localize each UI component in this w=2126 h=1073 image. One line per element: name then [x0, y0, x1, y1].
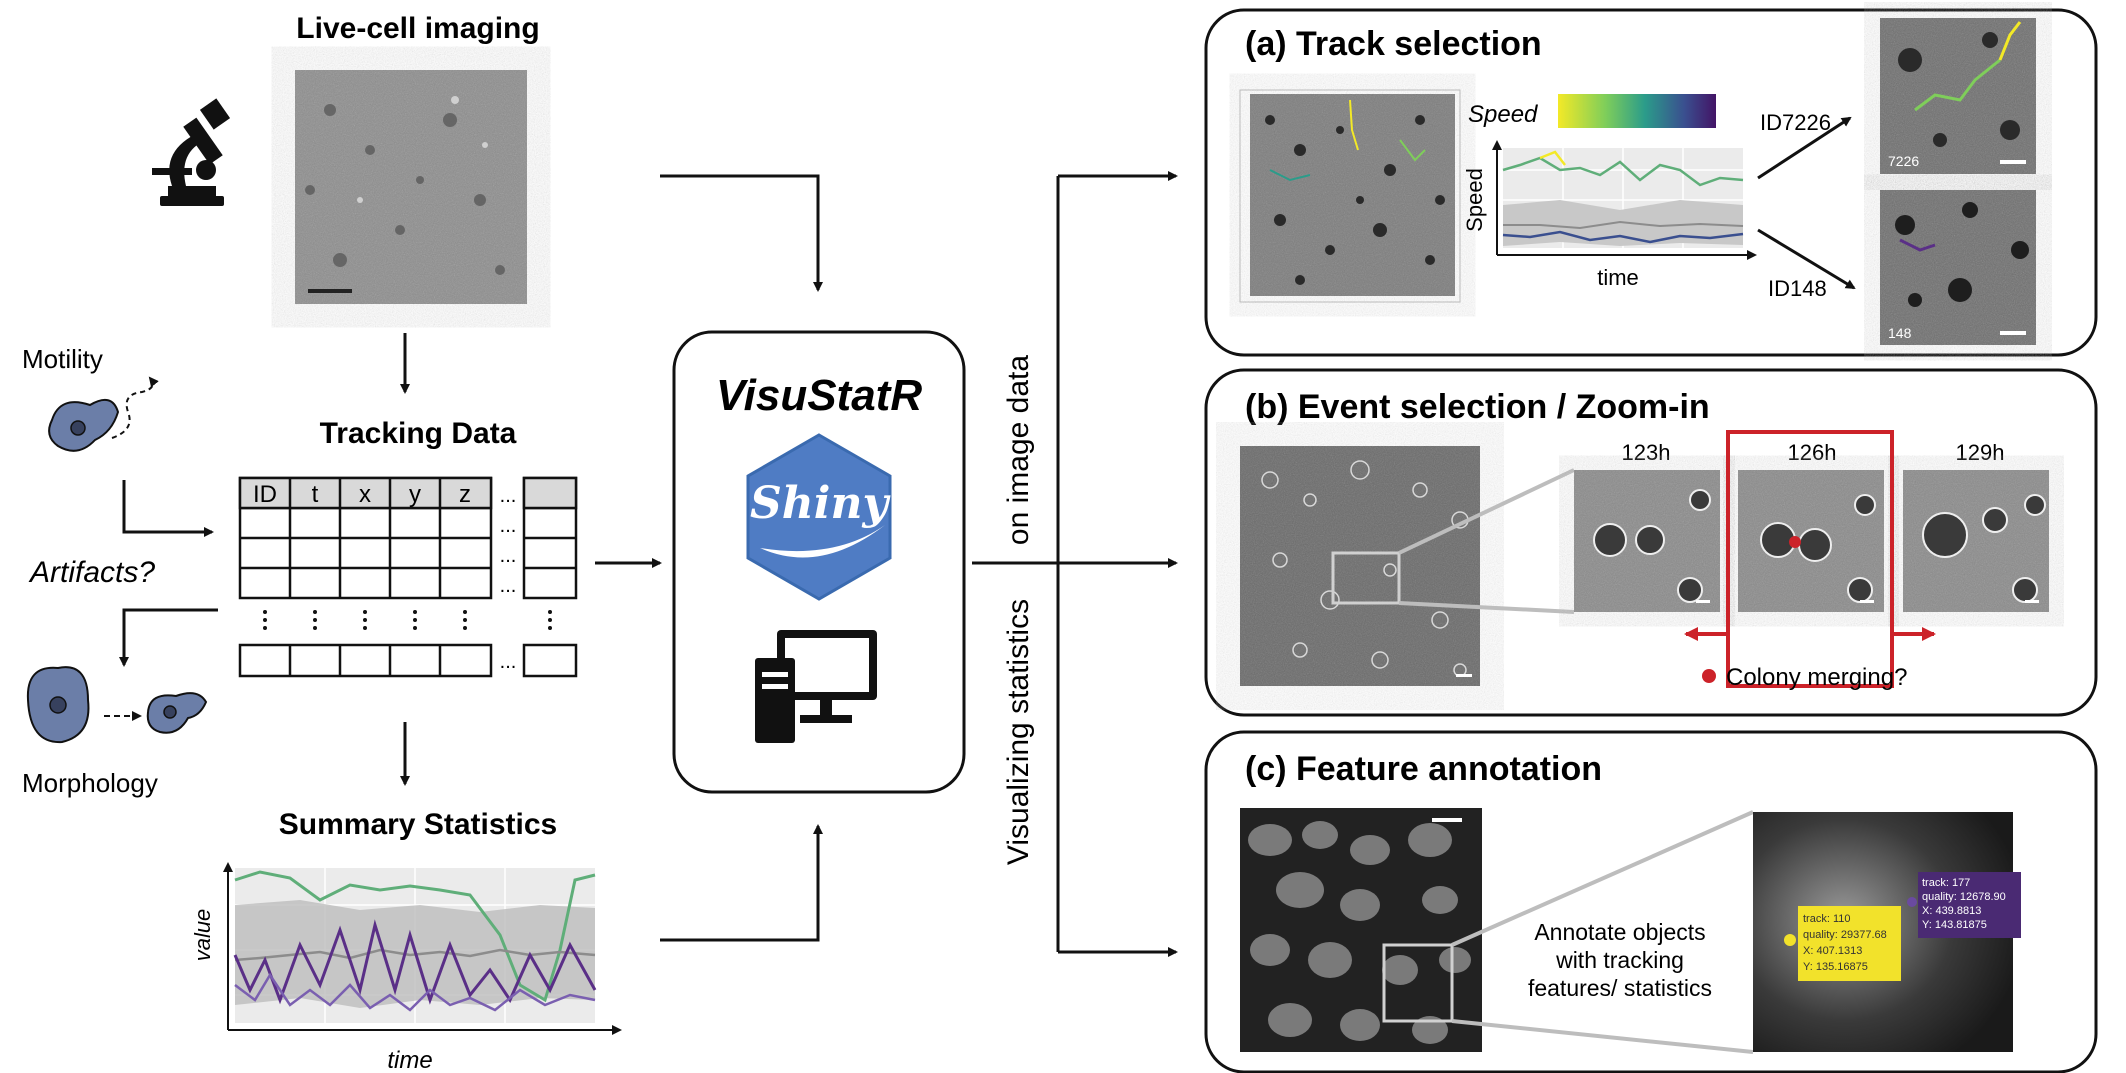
- arrow-image-to-app: [660, 174, 823, 292]
- time-label-129h: 129h: [1956, 440, 2005, 465]
- summary-statistics-title: Summary Statistics: [279, 808, 557, 841]
- panel-a-title: (a) Track selection: [1245, 25, 1542, 63]
- thumb-label-148: 148: [1888, 325, 1912, 341]
- table-ellipsis-row4: ...: [500, 575, 517, 597]
- track-id-top: ID7226: [1760, 110, 1831, 135]
- nuclei-image: [1240, 808, 1482, 1052]
- tooltip-177-line2: quality: 12678.90: [1922, 891, 2006, 903]
- annotate-zoom-line-top: [1451, 810, 1754, 947]
- live-cell-title: Live-cell imaging: [296, 12, 539, 45]
- speed-plot: [1492, 140, 1757, 260]
- motility-arrow: [122, 480, 214, 537]
- tooltip-track-177: track: 177 quality: 12678.90 X: 439.8813…: [1918, 872, 2021, 938]
- panel-b-title: (b) Event selection / Zoom-in: [1245, 388, 1710, 426]
- tooltip-177-line3: X: 439.8813: [1922, 905, 1981, 917]
- arrow-to-thumb-top: [1757, 116, 1852, 180]
- artifacts-label: Artifacts?: [28, 556, 155, 589]
- rotated-label-on-image-data: on image data: [1002, 355, 1035, 545]
- table-header-fill-extra: [525, 479, 575, 508]
- tooltip-110-line4: Y: 135.16875: [1803, 961, 1868, 973]
- table-header-z: z: [459, 481, 471, 508]
- frame-126h: [1738, 470, 1884, 612]
- thumb-track-7226: 7226: [1880, 18, 2036, 174]
- computer-icon: [755, 630, 877, 743]
- annotate-line-1: Annotate objects: [1534, 919, 1705, 945]
- morphology-cell-icon: [26, 666, 208, 744]
- zoom-line-bottom: [1398, 601, 1575, 614]
- table-ellipsis-last: ...: [500, 651, 517, 673]
- frame-129h: [1903, 470, 2049, 612]
- zoom-line-top: [1398, 468, 1575, 555]
- table-header-y: y: [409, 481, 421, 508]
- summary-plot: [223, 862, 622, 1035]
- colony-merging-note: Colony merging?: [1726, 664, 1907, 691]
- thumb-track-148: 148: [1880, 190, 2036, 345]
- morphology-arrow: [119, 608, 218, 667]
- table-ellipsis-row3: ...: [500, 545, 517, 567]
- time-label-126h: 126h: [1788, 440, 1837, 465]
- event-overview-image: [1240, 446, 1480, 686]
- motile-cell-icon: [48, 376, 159, 452]
- track-id-bottom: ID148: [1768, 276, 1827, 301]
- tooltip-track-110: track: 110 quality: 29377.68 X: 407.1313…: [1798, 906, 1901, 981]
- time-label-123h: 123h: [1622, 440, 1671, 465]
- frame-123h: [1574, 470, 1720, 612]
- visustatr-title: VisuStatR: [716, 371, 922, 420]
- track-overview-plot: [1239, 89, 1461, 303]
- speed-colorbar-label: Speed: [1468, 101, 1538, 128]
- shiny-logo: Shiny: [746, 433, 892, 601]
- tooltip-177-line1: track: 177: [1922, 877, 1970, 889]
- tooltip-110-line3: X: 407.1313: [1803, 945, 1862, 957]
- panel-c-title: (c) Feature annotation: [1245, 750, 1602, 788]
- summary-plot-xlabel: time: [387, 1047, 432, 1073]
- annotate-line-3: features/ statistics: [1528, 975, 1712, 1001]
- tooltip-110-line1: track: 110: [1803, 913, 1851, 925]
- red-bullet: [1702, 669, 1716, 683]
- highlight-box-126h: [1726, 430, 1894, 688]
- table-header-t: t: [312, 481, 319, 508]
- table-ellipsis-row2: ...: [500, 515, 517, 537]
- live-cell-image: [295, 70, 527, 304]
- tracking-data-title: Tracking Data: [320, 417, 517, 450]
- annotate-zoom-line-bottom: [1451, 1019, 1754, 1054]
- table-ellipsis-row1: ...: [500, 485, 517, 507]
- summary-plot-ylabel: value: [190, 909, 215, 962]
- tooltip-177-line4: Y: 143.81875: [1922, 919, 1987, 931]
- motility-label: Motility: [22, 344, 103, 374]
- microscope-icon: [152, 98, 231, 206]
- rotated-label-visualizing-statistics: Visualizing statistics: [1002, 599, 1035, 865]
- speed-plot-ylabel: Speed: [1462, 168, 1487, 232]
- shiny-logo-text: Shiny: [750, 478, 891, 529]
- table-header-id: ID: [253, 481, 277, 508]
- table-vertical-ellipsis: [263, 610, 552, 630]
- arrow-to-thumb-bottom: [1757, 228, 1856, 290]
- table-header-grid: [238, 476, 578, 510]
- speed-colorbar: [1558, 94, 1716, 128]
- annotate-line-2: with tracking: [1555, 947, 1684, 973]
- table-header-fill: [241, 479, 490, 508]
- tooltip-110-line2: quality: 29377.68: [1803, 929, 1887, 941]
- thumb-label-7226: 7226: [1888, 153, 1919, 169]
- table-header-x: x: [359, 481, 371, 508]
- arrow-summary-to-app: [660, 824, 823, 942]
- morphology-label: Morphology: [22, 768, 158, 798]
- speed-plot-xlabel: time: [1597, 265, 1639, 290]
